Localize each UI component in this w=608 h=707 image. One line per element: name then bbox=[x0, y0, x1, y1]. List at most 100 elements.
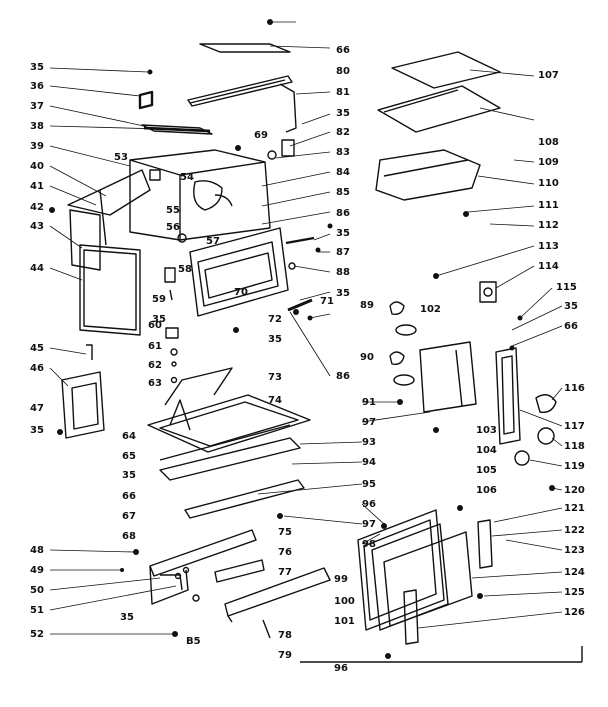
callout-label: 66 bbox=[564, 321, 578, 332]
callout-label: 52 bbox=[30, 629, 44, 640]
callout-label: 44 bbox=[30, 263, 44, 274]
callout-label: 48 bbox=[30, 545, 44, 556]
callout-label: 35 bbox=[336, 288, 350, 299]
callout-label: 112 bbox=[538, 220, 559, 231]
callout-label: 49 bbox=[30, 565, 44, 576]
callout-label: 117 bbox=[564, 421, 585, 432]
callout-label: 126 bbox=[564, 607, 585, 618]
callout-label: 62 bbox=[148, 360, 162, 371]
callout-label: 123 bbox=[564, 545, 585, 556]
callout-label: 86 bbox=[336, 208, 350, 219]
callout-label: 76 bbox=[278, 547, 292, 558]
callout-label: 66 bbox=[122, 491, 136, 502]
callout-label: 102 bbox=[420, 304, 441, 315]
callout-label: 113 bbox=[538, 241, 559, 252]
callout-label: 121 bbox=[564, 503, 585, 514]
callout-label: 87 bbox=[336, 247, 350, 258]
left-lower-trim bbox=[61, 344, 105, 439]
callout-label: 40 bbox=[30, 161, 44, 172]
callout-label: 70 bbox=[234, 287, 248, 298]
callout-label: 35 bbox=[336, 228, 350, 239]
callout-label: 53 bbox=[114, 152, 128, 163]
callout-label: 74 bbox=[268, 395, 282, 406]
callout-label: 82 bbox=[336, 127, 350, 138]
callout-label: 101 bbox=[334, 616, 355, 627]
callout-label: 84 bbox=[336, 167, 350, 178]
left-side-panel bbox=[67, 169, 151, 336]
callout-label: 35 bbox=[120, 612, 134, 623]
oven-body bbox=[129, 149, 271, 241]
callout-label: 125 bbox=[564, 587, 585, 598]
callout-label: 67 bbox=[122, 511, 136, 522]
callout-label: 115 bbox=[556, 282, 577, 293]
right-middle-parts bbox=[389, 281, 497, 386]
callout-label: 71 bbox=[320, 296, 334, 307]
callout-label: 103 bbox=[476, 425, 497, 436]
callout-label: 35 bbox=[336, 108, 350, 119]
callout-label: 85 bbox=[336, 187, 350, 198]
callout-label: 41 bbox=[30, 181, 44, 192]
callout-label: 97 bbox=[362, 417, 376, 428]
callout-label: 43 bbox=[30, 221, 44, 232]
lower-drawer-bracket bbox=[149, 529, 331, 639]
callout-label: 64 bbox=[122, 431, 136, 442]
callout-label: 100 bbox=[334, 596, 355, 607]
callout-label: 124 bbox=[564, 567, 585, 578]
back-top-panel bbox=[375, 51, 501, 201]
center-small-parts bbox=[164, 233, 187, 384]
center-back-plate bbox=[419, 341, 477, 413]
callout-label: 35 bbox=[152, 314, 166, 325]
callout-label: 68 bbox=[122, 531, 136, 542]
callout-label: 51 bbox=[30, 605, 44, 616]
callout-label: 89 bbox=[360, 300, 374, 311]
callout-label: 111 bbox=[538, 200, 559, 211]
callout-label: 81 bbox=[336, 87, 350, 98]
callout-label: 105 bbox=[476, 465, 497, 476]
callout-label: 97 bbox=[362, 519, 376, 530]
callout-label: 114 bbox=[538, 261, 559, 272]
callout-label: 119 bbox=[564, 461, 585, 472]
callout-label: 77 bbox=[278, 567, 292, 578]
callout-label: 104 bbox=[476, 445, 497, 456]
callout-label: 47 bbox=[30, 403, 44, 414]
callout-label: 110 bbox=[538, 178, 559, 189]
callout-label: 122 bbox=[564, 525, 585, 536]
callout-label: 50 bbox=[30, 585, 44, 596]
callout-label: 118 bbox=[564, 441, 585, 452]
callout-label: 108 bbox=[538, 137, 559, 148]
callout-label: 55 bbox=[166, 205, 180, 216]
small-hardware bbox=[49, 19, 555, 659]
callout-label: 88 bbox=[336, 267, 350, 278]
callout-label: 65 bbox=[122, 451, 136, 462]
callout-label: 86 bbox=[336, 371, 350, 382]
callout-label: 35 bbox=[268, 334, 282, 345]
oven-door-assembly bbox=[357, 509, 493, 645]
callout-label: B5 bbox=[186, 636, 201, 647]
callout-label: 35 bbox=[122, 470, 136, 481]
callout-label: 66 bbox=[336, 45, 350, 56]
callout-label: 83 bbox=[336, 147, 350, 158]
control-hardware bbox=[267, 139, 315, 312]
callout-label: 72 bbox=[268, 314, 282, 325]
callout-label: 80 bbox=[336, 66, 350, 77]
callout-label: 35 bbox=[30, 62, 44, 73]
leader-lines bbox=[49, 21, 563, 635]
callout-label: 39 bbox=[30, 141, 44, 152]
callout-label: 38 bbox=[30, 121, 44, 132]
callout-label: 99 bbox=[334, 574, 348, 585]
callout-label: 120 bbox=[564, 485, 585, 496]
callout-label: 96 bbox=[334, 663, 348, 674]
callout-label: 106 bbox=[476, 485, 497, 496]
callout-label: 109 bbox=[538, 157, 559, 168]
callout-label: 90 bbox=[360, 352, 374, 363]
callout-label: 91 bbox=[362, 397, 376, 408]
callout-label: 59 bbox=[152, 294, 166, 305]
callout-label: 116 bbox=[564, 383, 585, 394]
callout-label: 57 bbox=[206, 236, 220, 247]
callout-label: 95 bbox=[362, 479, 376, 490]
callout-label: 93 bbox=[362, 437, 376, 448]
callout-label: 42 bbox=[30, 202, 44, 213]
callout-label: 61 bbox=[148, 341, 162, 352]
